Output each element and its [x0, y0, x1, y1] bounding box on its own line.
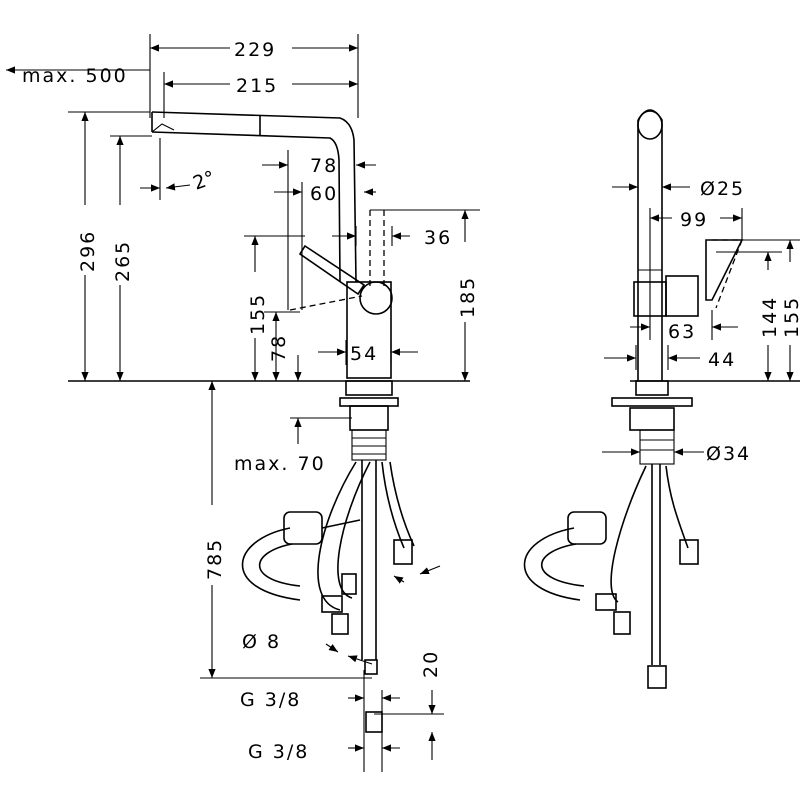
dim-296: 296: [77, 230, 99, 272]
hose-fitting-2: [331, 613, 349, 635]
dim-265: 265: [112, 240, 134, 282]
hose-end-right: [647, 665, 667, 689]
supply-hose-left: [317, 461, 357, 611]
hose-fitting-4: [393, 539, 413, 565]
hose-left-right: [610, 465, 647, 603]
dim-max-500: max. 500: [22, 65, 128, 87]
fitting-right-1: [595, 593, 617, 611]
supply-hose-centre: [361, 460, 377, 660]
lever-hub: [359, 281, 393, 315]
dim-max-70: max. 70: [234, 453, 326, 475]
spout-top-edge: [151, 111, 357, 283]
dim-36: 36: [424, 227, 452, 249]
dim-215: 215: [236, 75, 278, 97]
supply-hose-right: [381, 461, 405, 549]
dimension-lines-right: [602, 183, 800, 456]
dim-54: 54: [350, 343, 378, 365]
hose-fitting-1: [321, 595, 343, 613]
hose-right-right: [665, 465, 689, 549]
lever-swept-position: [289, 295, 363, 311]
dim-g38-a: G 3/8: [240, 689, 301, 711]
dimension-lines-left: [6, 34, 480, 772]
spout-bottom-edge: [151, 131, 341, 283]
dim-99: 99: [680, 209, 708, 231]
dim-60: 60: [310, 183, 338, 205]
fitting-right-3: [679, 539, 699, 565]
fixing-nut-right: [629, 407, 675, 431]
supply-hose-left-inner: [337, 461, 371, 599]
dim-144: 144: [759, 296, 781, 338]
fixing-nut: [349, 405, 389, 431]
dim-diameter-25: Ø25: [700, 178, 745, 200]
base-plate-right: [611, 397, 693, 407]
dim-diameter-34: Ø34: [706, 443, 751, 465]
hose-to-body: [321, 519, 361, 529]
threaded-shank: [351, 429, 387, 461]
left-side-view: max. 500 229 215 296 265 2° 78 60 36 185…: [6, 34, 480, 772]
spray-head-front: [637, 110, 663, 140]
dim-229: 229: [234, 39, 276, 61]
base-collar: [345, 380, 393, 396]
pullout-hose-loop: [241, 527, 301, 601]
dim-155: 155: [247, 293, 269, 335]
hose-centre-right: [651, 464, 661, 665]
pullout-hose-loop-inner: [258, 543, 301, 587]
dim-angle-2: 2°: [190, 167, 218, 195]
dim-diameter-8: Ø 8: [242, 631, 281, 653]
pullout-loop-right: [523, 527, 581, 601]
fitting-right-2: [613, 611, 631, 635]
lever-alt-front: [712, 239, 743, 309]
hose-fitting-3: [341, 573, 357, 595]
lever-front: [705, 239, 744, 301]
dim-155-right: 155: [781, 296, 800, 338]
dim-20: 20: [420, 650, 442, 678]
dim-g38-b: G 3/8: [248, 741, 309, 763]
body-column: [346, 281, 392, 379]
dim-185: 185: [457, 276, 479, 318]
base-collar-right: [635, 380, 669, 396]
dim-63: 63: [668, 321, 696, 343]
pullout-loop-right-inner: [540, 543, 585, 587]
dim-44: 44: [708, 349, 736, 371]
connector-g38: [365, 711, 383, 733]
lever-hub-front: [665, 275, 699, 317]
lever-handle: [298, 244, 366, 296]
dim-78-top: 78: [310, 155, 338, 177]
shank-right: [639, 429, 675, 465]
base-plate: [339, 397, 399, 407]
lever-raised-position: [369, 210, 385, 290]
right-front-view: Ø25 99 144 155 63 44 Ø34: [523, 109, 800, 689]
spray-head: [151, 123, 175, 133]
dim-785: 785: [204, 538, 226, 580]
dim-78-low: 78: [268, 334, 290, 362]
supply-hose-right-inner: [389, 461, 415, 547]
hose-end-nut: [364, 659, 378, 675]
hose-weight-right: [567, 511, 607, 545]
